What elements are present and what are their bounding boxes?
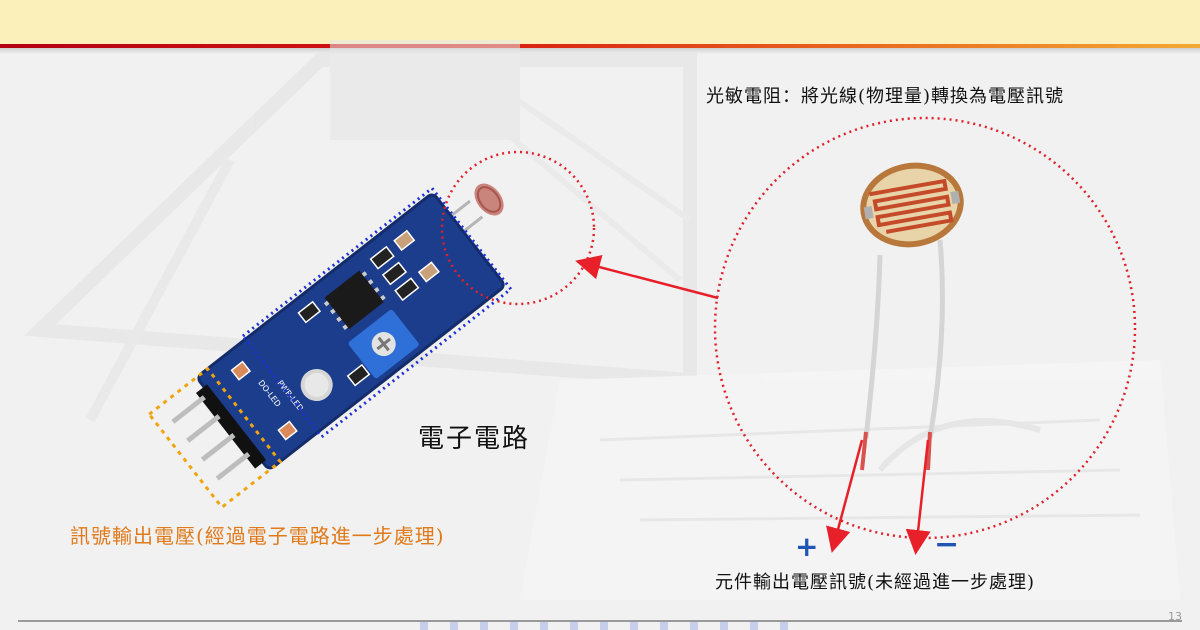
positive-lead-arrow [826, 439, 864, 553]
component-output-caption: 元件輸出電壓訊號(未經過進一步處理) [715, 572, 1036, 593]
positive-sign: + [795, 530, 819, 563]
photoresistor-caption: 光敏電阻：將光線(物理量)轉換為電壓訊號 [706, 86, 1065, 107]
output-pins-box [147, 366, 283, 510]
pointer-arrow-to-module [575, 254, 719, 300]
background-faded-drawing [23, 40, 1180, 600]
page-number: 13 [1168, 610, 1182, 623]
negative-sign: − [934, 527, 960, 562]
electronic-circuit-label: 電子電路 [418, 424, 531, 454]
header-shadow [0, 48, 1200, 54]
header-accent-line [0, 44, 1200, 48]
photoresistor-image [860, 162, 964, 471]
signal-output-caption: 訊號輸出電壓(經過電子電路進一步處理) [70, 524, 445, 548]
module-ldr-highlight-circle [440, 150, 596, 306]
photoresistor-highlight-circle [713, 116, 1137, 540]
footer-divider [18, 620, 1182, 622]
light-sensor-module-image: DO-LED PWR-LED [147, 183, 513, 510]
footer-faded-text [420, 622, 800, 630]
negative-lead-arrow [905, 439, 931, 555]
header-bar [0, 0, 1200, 46]
